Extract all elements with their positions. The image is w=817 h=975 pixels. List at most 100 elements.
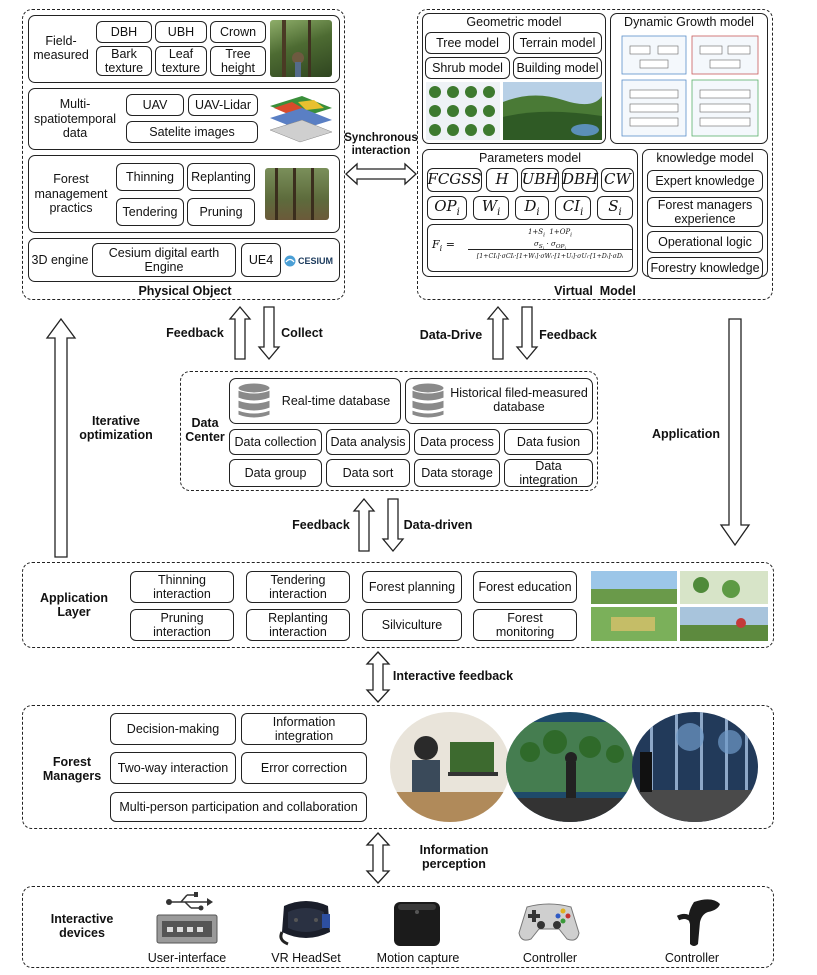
- device-label-controller-1: Controller: [522, 950, 578, 965]
- feedback-label-2: Feedback: [539, 327, 597, 342]
- data-center-panel: [180, 371, 598, 491]
- historical-database-label: Historical filed-measured database: [450, 385, 588, 414]
- forest-managers-label: Forest Managers: [42, 754, 102, 783]
- knowledge-model-title: knowledge model: [656, 151, 754, 166]
- information-integration-box: Information integration: [241, 713, 367, 745]
- realtime-database-box: [229, 378, 401, 424]
- multi-spatiotemporal-label: Multi- spatiotemporal data: [34, 97, 116, 141]
- virtual-model-title: Virtual Model: [554, 283, 636, 298]
- managers-experience-box: Forest managers experience: [647, 197, 763, 227]
- forest-managers-panel: [22, 705, 774, 829]
- silviculture-box: Silviculture: [362, 609, 462, 641]
- forest-management-photo: [265, 168, 329, 220]
- data-fusion-box: Data fusion: [504, 429, 593, 455]
- field-measured-group: [28, 15, 340, 83]
- replanting-interaction-box: Replanting interaction: [246, 609, 350, 641]
- lidar-image: [269, 96, 333, 143]
- formula-lhs: Fi =: [432, 238, 455, 254]
- cesium-logo-text: CESIUM: [298, 256, 334, 266]
- motion-capture-icon: [394, 902, 440, 946]
- application-layer-label: Application Layer: [39, 590, 109, 619]
- param-ci-text: CIi: [562, 196, 584, 218]
- cesium-logo-icon: [284, 255, 296, 267]
- data-drive-label: Data-Drive: [419, 327, 483, 342]
- dynamic-growth-diagram: [621, 35, 759, 137]
- parameters-model-title: Parameters model: [478, 151, 582, 166]
- device-label-controller-2: Controller: [664, 950, 720, 965]
- param-w: Wi: [473, 196, 509, 220]
- param-ubh: UBH: [521, 168, 559, 192]
- device-label-vr-headset: VR HeadSet: [271, 950, 341, 965]
- database-icon-historical: [411, 382, 445, 419]
- param-d-text: Di: [524, 196, 540, 218]
- error-correction-box: Error correction: [241, 752, 367, 784]
- formula-denominator: [1+CIᵢ]·σCIᵢ·[1+Wᵢ]·σWᵢ·[1+Uᵢ]·σUᵢ·[1+Dᵢ…: [476, 253, 624, 260]
- forestry-knowledge-box: Forestry knowledge: [647, 257, 763, 279]
- iterative-up-arrow: [45, 317, 77, 558]
- forest-education-box: Forest education: [473, 571, 577, 603]
- param-h: H: [486, 168, 518, 192]
- physical-object-panel: [22, 9, 345, 300]
- ue4-box: UE4: [241, 243, 281, 277]
- database-icon: [237, 382, 271, 419]
- thinning-box: Thinning: [116, 163, 184, 191]
- forest-photo: [270, 20, 332, 77]
- application-label: Application: [651, 426, 721, 441]
- param-ci: CIi: [555, 196, 591, 220]
- param-w-text: Wi: [481, 196, 501, 218]
- dynamic-growth-group: [610, 13, 768, 144]
- param-dbh: DBH: [562, 168, 598, 192]
- virtual-model-panel: [417, 9, 773, 300]
- forest-monitoring-box: Forest monitoring: [473, 609, 577, 641]
- data-analysis-box: Data analysis: [326, 429, 410, 455]
- historical-database-box: [405, 378, 593, 424]
- bark-texture-box: Bark texture: [96, 46, 152, 76]
- interactive-feedback-label: Interactive feedback: [392, 668, 514, 683]
- forest-management-label: Forest management practics: [34, 172, 108, 216]
- usb-icon: [156, 892, 218, 944]
- feedback-up-arrow-1: [228, 305, 252, 360]
- building-model-box: Building model: [513, 57, 602, 79]
- crown-box: Crown: [210, 21, 266, 43]
- tendering-interaction-box: Tendering interaction: [246, 571, 350, 603]
- 3d-engine-group: [28, 238, 340, 282]
- ubh-box: UBH: [155, 21, 207, 43]
- device-label-motion-capture: Motion capture: [376, 950, 460, 965]
- gamepad-icon: [518, 903, 580, 941]
- feedback-down-arrow-2: [515, 306, 539, 361]
- operational-logic-box: Operational logic: [647, 231, 763, 253]
- thinning-interaction-box: Thinning interaction: [130, 571, 234, 603]
- forest-planning-box: Forest planning: [362, 571, 462, 603]
- decision-making-box: Decision-making: [110, 713, 236, 745]
- collect-label: Collect: [281, 325, 323, 340]
- param-s: Si: [597, 196, 633, 220]
- param-d: Di: [515, 196, 549, 220]
- tree-models-image: [426, 82, 500, 140]
- tendering-box: Tendering: [116, 198, 184, 226]
- physical-object-title: Physical Object: [138, 283, 232, 298]
- replanting-box: Replanting: [187, 163, 255, 191]
- terrain-model-box: Terrain model: [513, 32, 602, 54]
- dynamic-growth-title: Dynamic Growth model: [624, 15, 754, 30]
- terrain-image: [503, 82, 602, 140]
- param-cw: CW: [601, 168, 634, 192]
- param-op: OPi: [427, 196, 467, 220]
- uav-lidar-box: UAV-Lidar: [188, 94, 258, 116]
- application-screenshots: [591, 571, 768, 641]
- iterative-optimization-label: Iterative optimization: [79, 413, 153, 442]
- data-driven-label: Data-driven: [403, 517, 473, 532]
- multi-person-box: Multi-person participation and collabora…: [110, 792, 367, 822]
- data-driven-down-arrow: [381, 498, 405, 553]
- two-way-interaction-box: Two-way interaction: [110, 752, 236, 784]
- pruning-box: Pruning: [187, 198, 255, 226]
- pruning-interaction-box: Pruning interaction: [130, 609, 234, 641]
- interactive-feedback-arrow: [365, 651, 391, 703]
- param-fcgss: FCGSS: [427, 168, 482, 192]
- param-s-text: Si: [608, 196, 622, 218]
- formula-bar: [468, 249, 632, 250]
- sync-interaction-label: Synchronous interaction: [344, 131, 418, 157]
- forest-management-group: [28, 155, 340, 233]
- collect-down-arrow: [257, 306, 281, 361]
- uav-box: UAV: [126, 94, 184, 116]
- data-storage-box: Data storage: [414, 459, 500, 487]
